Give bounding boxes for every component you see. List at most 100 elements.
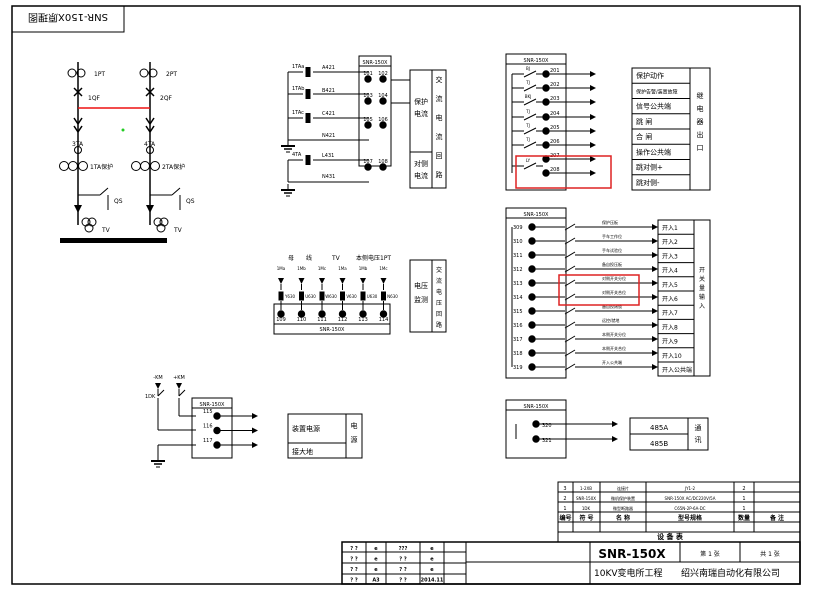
tv-icon (81, 217, 91, 227)
highlight-box (515, 155, 612, 189)
bom-cell: 3 (563, 486, 566, 492)
arrow-icon (652, 252, 658, 258)
arrow-icon (380, 278, 387, 284)
bom-cell: 1DK (582, 506, 591, 511)
terminal-circle (318, 310, 326, 318)
terminal-circle (364, 97, 372, 105)
model-title: SNR-150X (598, 547, 666, 561)
terminal-circle (364, 121, 372, 129)
ct-label: 4TA (144, 141, 156, 148)
terminal-circle (379, 310, 388, 318)
ct-icon (59, 161, 69, 171)
terminal-strip-frame (273, 303, 391, 335)
switch-icon (157, 389, 165, 397)
relay-row-label: 跳 闸 (636, 117, 652, 126)
terminal-circle (532, 420, 540, 428)
terminal-circle (364, 163, 372, 171)
pt-icon (67, 68, 77, 78)
terminal-number: 105 (363, 117, 373, 123)
bom-cell: 连接片 (617, 485, 629, 491)
corner-tag: SNR-150X原理图 (28, 11, 108, 23)
terminal-circle (542, 155, 550, 163)
device-label: SNR-150X (200, 402, 226, 408)
arrow-icon (652, 280, 658, 286)
terminal-number: 311 (513, 253, 523, 259)
wire-label: 1TAc (292, 110, 304, 116)
terminal-number: 315 (513, 309, 523, 315)
side-title-char: 开 (699, 267, 705, 274)
contact-icon (564, 279, 576, 287)
terminal-number: 203 (550, 96, 560, 102)
title-cell: ? ? (350, 578, 358, 584)
terminal-circle (542, 70, 550, 78)
title-cell: e (374, 557, 378, 563)
input-row-label: 开入8 (662, 324, 678, 331)
status-dot (121, 128, 125, 132)
terminal-number: 320 (542, 423, 552, 429)
side-title-char: 输 (699, 293, 705, 301)
fuse-label: Y630 (284, 294, 296, 299)
terminal-number: 208 (550, 167, 560, 173)
arrow-icon (360, 278, 366, 284)
title-cell: e (374, 546, 378, 552)
pt-icon (76, 68, 86, 78)
header-label: TV (331, 255, 341, 262)
arrow-icon (252, 427, 258, 434)
terminal-circle (379, 121, 387, 129)
terminal-number: 319 (513, 365, 523, 371)
comm-row-label: 485A (650, 424, 668, 432)
side-title-char: 流 (436, 277, 442, 285)
wire-label: 1Mb (297, 266, 306, 271)
terminal-number: 310 (513, 239, 523, 245)
title-cell: 2014.11 (421, 578, 444, 584)
terminal-circle (528, 265, 536, 273)
contact-icon (523, 162, 537, 170)
contact-label: 本侧开关分位 (602, 331, 626, 337)
side-title-char: 口 (697, 144, 704, 152)
side-title-char: 流 (436, 94, 443, 103)
title-cell: ? ? (350, 557, 358, 563)
group-label: 保护 (414, 97, 428, 106)
terminal-number: 108 (378, 159, 388, 165)
side-title-box (431, 259, 447, 333)
ct-label: 2TA保护 (162, 163, 185, 171)
input-label: -KM (153, 375, 162, 381)
disconnect-icon (77, 125, 83, 133)
ct-icon (150, 161, 160, 171)
terminal-strip-frame (358, 55, 392, 167)
side-title-char: 继 (697, 91, 704, 100)
pt-icon (148, 68, 158, 78)
contact-icon (564, 293, 576, 301)
disconnect-icon (77, 117, 83, 125)
terminal-number: 321 (542, 438, 552, 444)
arrow-icon (590, 156, 596, 162)
ct-coil-icon (305, 67, 311, 77)
contact-icon (564, 349, 576, 357)
terminal-number: 313 (513, 281, 523, 287)
arrow-icon (652, 308, 658, 314)
side-title-char: 交 (436, 75, 443, 84)
arrow-icon (252, 413, 258, 419)
power-row-label: 接大地 (292, 447, 313, 456)
earth-switch-icon (171, 187, 181, 196)
wire-label: 1Mb (359, 266, 368, 271)
wire-label: 1TAa (292, 64, 304, 70)
contact-label: 开入公共端 (602, 359, 622, 365)
relay-row-label: 操作公共端 (636, 147, 671, 156)
disconnect-icon (149, 117, 155, 125)
terminal-circle (528, 335, 536, 343)
arrow-icon (652, 266, 658, 272)
bom-cell: SNR-150X AC/DC220V/5A (665, 496, 716, 501)
group-label: 电压 (414, 281, 428, 290)
device-label: SNR-150X (524, 404, 550, 410)
wire-label: 1Mc (318, 266, 326, 271)
contact-label: 本侧开关合位 (602, 345, 626, 351)
contact-label: TJ (525, 137, 530, 142)
side-title-char: 电 (436, 113, 443, 122)
contact-icon (523, 84, 537, 92)
fuse-icon (381, 291, 386, 301)
arrow-icon (652, 322, 658, 328)
device-label: SNR-150X (363, 60, 389, 66)
bom-cell: SNR-150X (576, 496, 596, 501)
group-label: 电流 (414, 171, 428, 180)
